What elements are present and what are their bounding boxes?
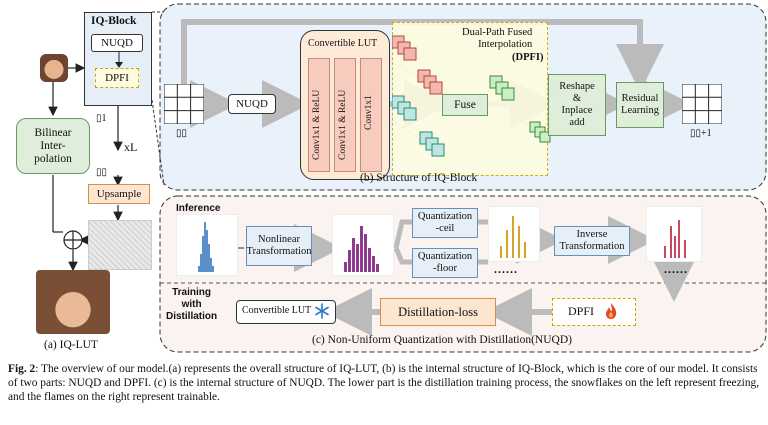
nuqd-node: NUQD [228, 94, 276, 114]
input-symbol: ▯▯ [176, 128, 188, 139]
iq-lut-caption: (a) IQ-LUT [44, 339, 98, 351]
output-feature-grid [682, 84, 722, 124]
reshape-add-box: Reshape & Inplace add [548, 74, 606, 136]
layer-symbol-2: ▯▯ [96, 167, 108, 178]
upsample-box: Upsample [88, 184, 150, 204]
flame-icon [606, 303, 617, 319]
conv-label-3: Conv1x1 [364, 95, 374, 130]
figure-caption: Fig. 2: The overview of our model.(a) re… [8, 362, 760, 404]
histogram-quantized [488, 206, 540, 262]
histogram-original [176, 214, 238, 276]
ellipsis-mid: ...... [494, 262, 518, 276]
residual-learning-box: Residual Learning [616, 82, 664, 128]
histogram-restored [646, 206, 702, 262]
trainable-dpfi-box [552, 298, 636, 326]
dpfi-title: Dual-Path Fused Interpolation [462, 27, 533, 50]
training-label: Training with Distillation [166, 287, 218, 322]
nuqd-box: NUQD [91, 34, 143, 52]
bilinear-interpolation-box: Bilinear Inter- polation [16, 118, 90, 174]
trainable-dpfi-label: DPFI [568, 304, 595, 318]
convertible-lut-label: Convertible LUT [308, 38, 378, 49]
figure-label: Fig. 2 [8, 363, 36, 375]
dpfi-box: DPFI [95, 68, 139, 88]
panel-b-caption: (b) Structure of IQ-Block [360, 172, 478, 184]
ellipsis-right: ...... [664, 262, 688, 276]
repeat-label: xL [124, 140, 138, 154]
fuse-box: Fuse [442, 94, 488, 116]
lut-cubes [392, 35, 551, 157]
conv-layer-2 [334, 58, 356, 172]
output-face-image [36, 270, 110, 334]
quant-ceil-box: Quantization -ceil [412, 208, 478, 238]
inverse-transform-box: Inverse Transformation [554, 226, 630, 256]
dpfi-acronym: (DPFI) [512, 52, 544, 63]
panel-c-caption: (c) Non-Uniform Quantization with Distil… [312, 334, 572, 346]
conv-label-1: Conv1x1 & ReLU [312, 89, 322, 160]
iq-block-title: IQ-Block [91, 15, 137, 27]
residual-image [88, 220, 152, 270]
output-symbol: ▯▯+1 [690, 128, 712, 139]
distillation-loss-box: Distillation-loss [380, 298, 496, 326]
snowflake-icon [315, 303, 329, 319]
histogram-transformed [332, 214, 394, 276]
input-face-image [40, 54, 68, 82]
figure-caption-text: : The overview of our model.(a) represen… [8, 363, 760, 403]
conv-layer-3 [360, 58, 382, 172]
nonlinear-transform-box: Nonlinear Transformation [246, 226, 312, 266]
iq-block-container [84, 12, 152, 106]
layer-symbol-1: ▯1 [96, 113, 107, 124]
frozen-lut-label: Convertible LUT [242, 305, 312, 316]
quant-floor-box: Quantization -floor [412, 248, 478, 278]
conv-layer-1 [308, 58, 330, 172]
inference-label: Inference [176, 203, 221, 214]
input-feature-grid [164, 84, 204, 124]
conv-label-2: Conv1x1 & ReLU [338, 89, 348, 160]
